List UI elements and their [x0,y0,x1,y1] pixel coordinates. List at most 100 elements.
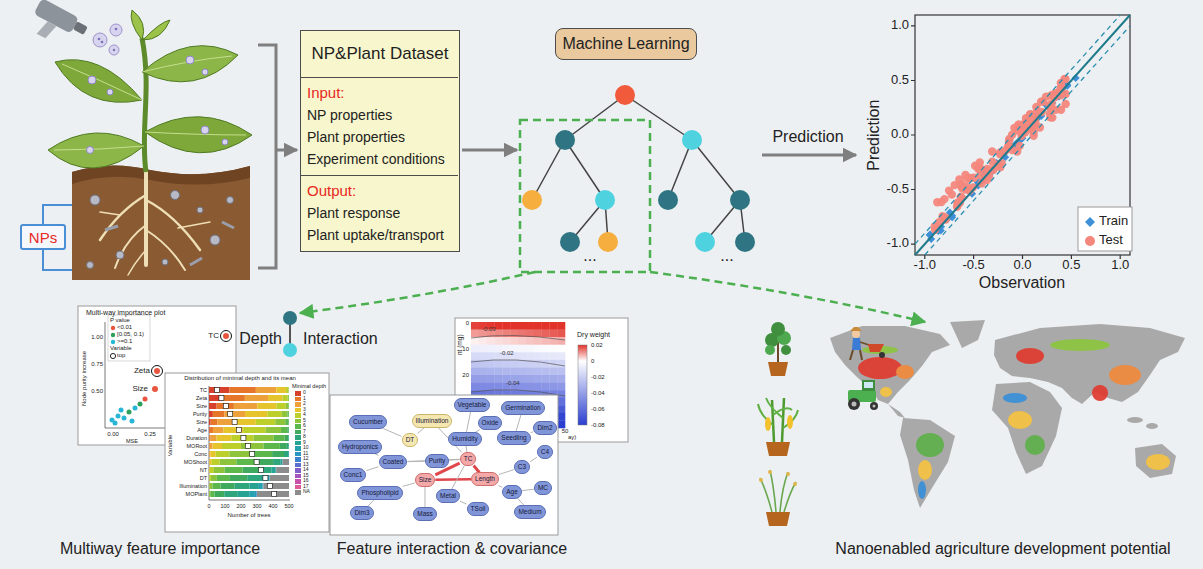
heatmap-panel [455,318,628,442]
depth-bar [210,451,215,457]
heat-cell [510,330,518,338]
depth-bar [281,427,287,433]
node-text: Germination [505,404,540,411]
crop-icons [786,472,790,476]
tree-nodes [522,85,755,252]
network-node: Age [502,485,522,498]
heat-cell [526,322,534,330]
depth-bar [209,403,217,409]
tree-focus [650,272,925,322]
network-node: Metal [436,489,460,502]
network-node: Mass [413,507,437,520]
depth-bar [282,395,287,401]
crop-icons [759,478,763,482]
soil-nanoparticles [210,235,220,245]
text-label: Zeta [134,366,150,375]
heat-cell [534,383,542,391]
leaves [142,46,238,82]
heat-cell [549,367,557,375]
text-label: Variable [168,434,175,456]
text-label: 1.00 [91,334,103,341]
network-link [499,470,514,475]
depth-bar [288,419,289,425]
depth-bar [220,483,234,489]
depth-bar [210,483,213,489]
network-node: TC [460,452,477,465]
network-link [530,457,537,461]
text-label: Nanoenabled agriculture development pote… [835,540,1170,558]
output-section: Output:Plant responsePlant uptake/transp… [301,175,458,250]
text-label: Prediction [772,128,843,146]
network-node: Vegetable [454,398,491,411]
network-node: Seedling [497,431,530,444]
heat-cell [549,330,557,338]
flow-arrows [762,154,856,157]
network-node: MC [534,481,552,494]
farmer [868,344,884,352]
heat-cell [502,322,510,330]
depth-bar [243,427,265,433]
leaf-nanoparticles [87,56,229,154]
mean-marker [263,476,268,481]
network-link [366,467,378,471]
roots [178,222,210,228]
depth-bar [209,451,210,457]
importance-panel [119,408,124,413]
text-label: 20 [462,372,469,379]
heat-cell [479,375,487,383]
map-potential [1109,365,1141,385]
heat-cell [557,330,565,338]
network-node: Length [471,472,499,485]
text-label: 200 [236,503,245,509]
heat-cell [557,322,565,330]
text-label: P value [110,317,130,324]
depth-bar [259,483,263,489]
text-label: 500 [284,503,293,509]
spray-bottle [110,24,122,36]
text-label: -0.5 [887,182,909,197]
heat-cell [495,375,503,383]
depth-bar [247,475,261,481]
world-map [950,320,985,348]
heat-cell [557,360,565,368]
network-link [466,446,467,453]
crop-icons [760,470,796,512]
farmer [852,330,860,338]
depth-bar [256,387,276,393]
legend-swatch [295,402,301,407]
heat-cell [479,383,487,391]
fit-lines [925,26,1130,255]
heat-cell [487,375,495,383]
depth-bar [257,403,276,409]
legend-symbol [110,353,115,358]
stem [142,38,146,172]
tree-nodes [730,190,750,210]
tree-nodes [595,190,615,210]
depth-bars [209,387,289,497]
heat-cell [549,352,557,360]
network-link [368,500,374,507]
depth-bar [261,475,268,481]
network-node: Illumination [412,414,453,427]
text-label: NT [200,467,207,473]
text-label: 0.02 [591,342,603,349]
test-point [961,171,969,179]
legend-swatch [295,457,301,462]
heat-cell [518,367,526,375]
heat-cell [479,352,487,360]
depth-bar [210,443,213,449]
network-panel [330,395,558,535]
depth-bar [286,403,289,409]
text-label: -0.08 [591,422,605,429]
depth-bar [216,451,230,457]
depth-bar [280,443,287,449]
soil [72,165,250,184]
soil-nanoparticles [87,262,94,269]
crop-icons [793,482,797,486]
depth-bar [217,419,233,425]
crop-icons [781,345,791,355]
node-text: Illumination [416,417,449,424]
roots [128,250,146,275]
map-potential [1008,411,1032,429]
roots [100,172,210,275]
